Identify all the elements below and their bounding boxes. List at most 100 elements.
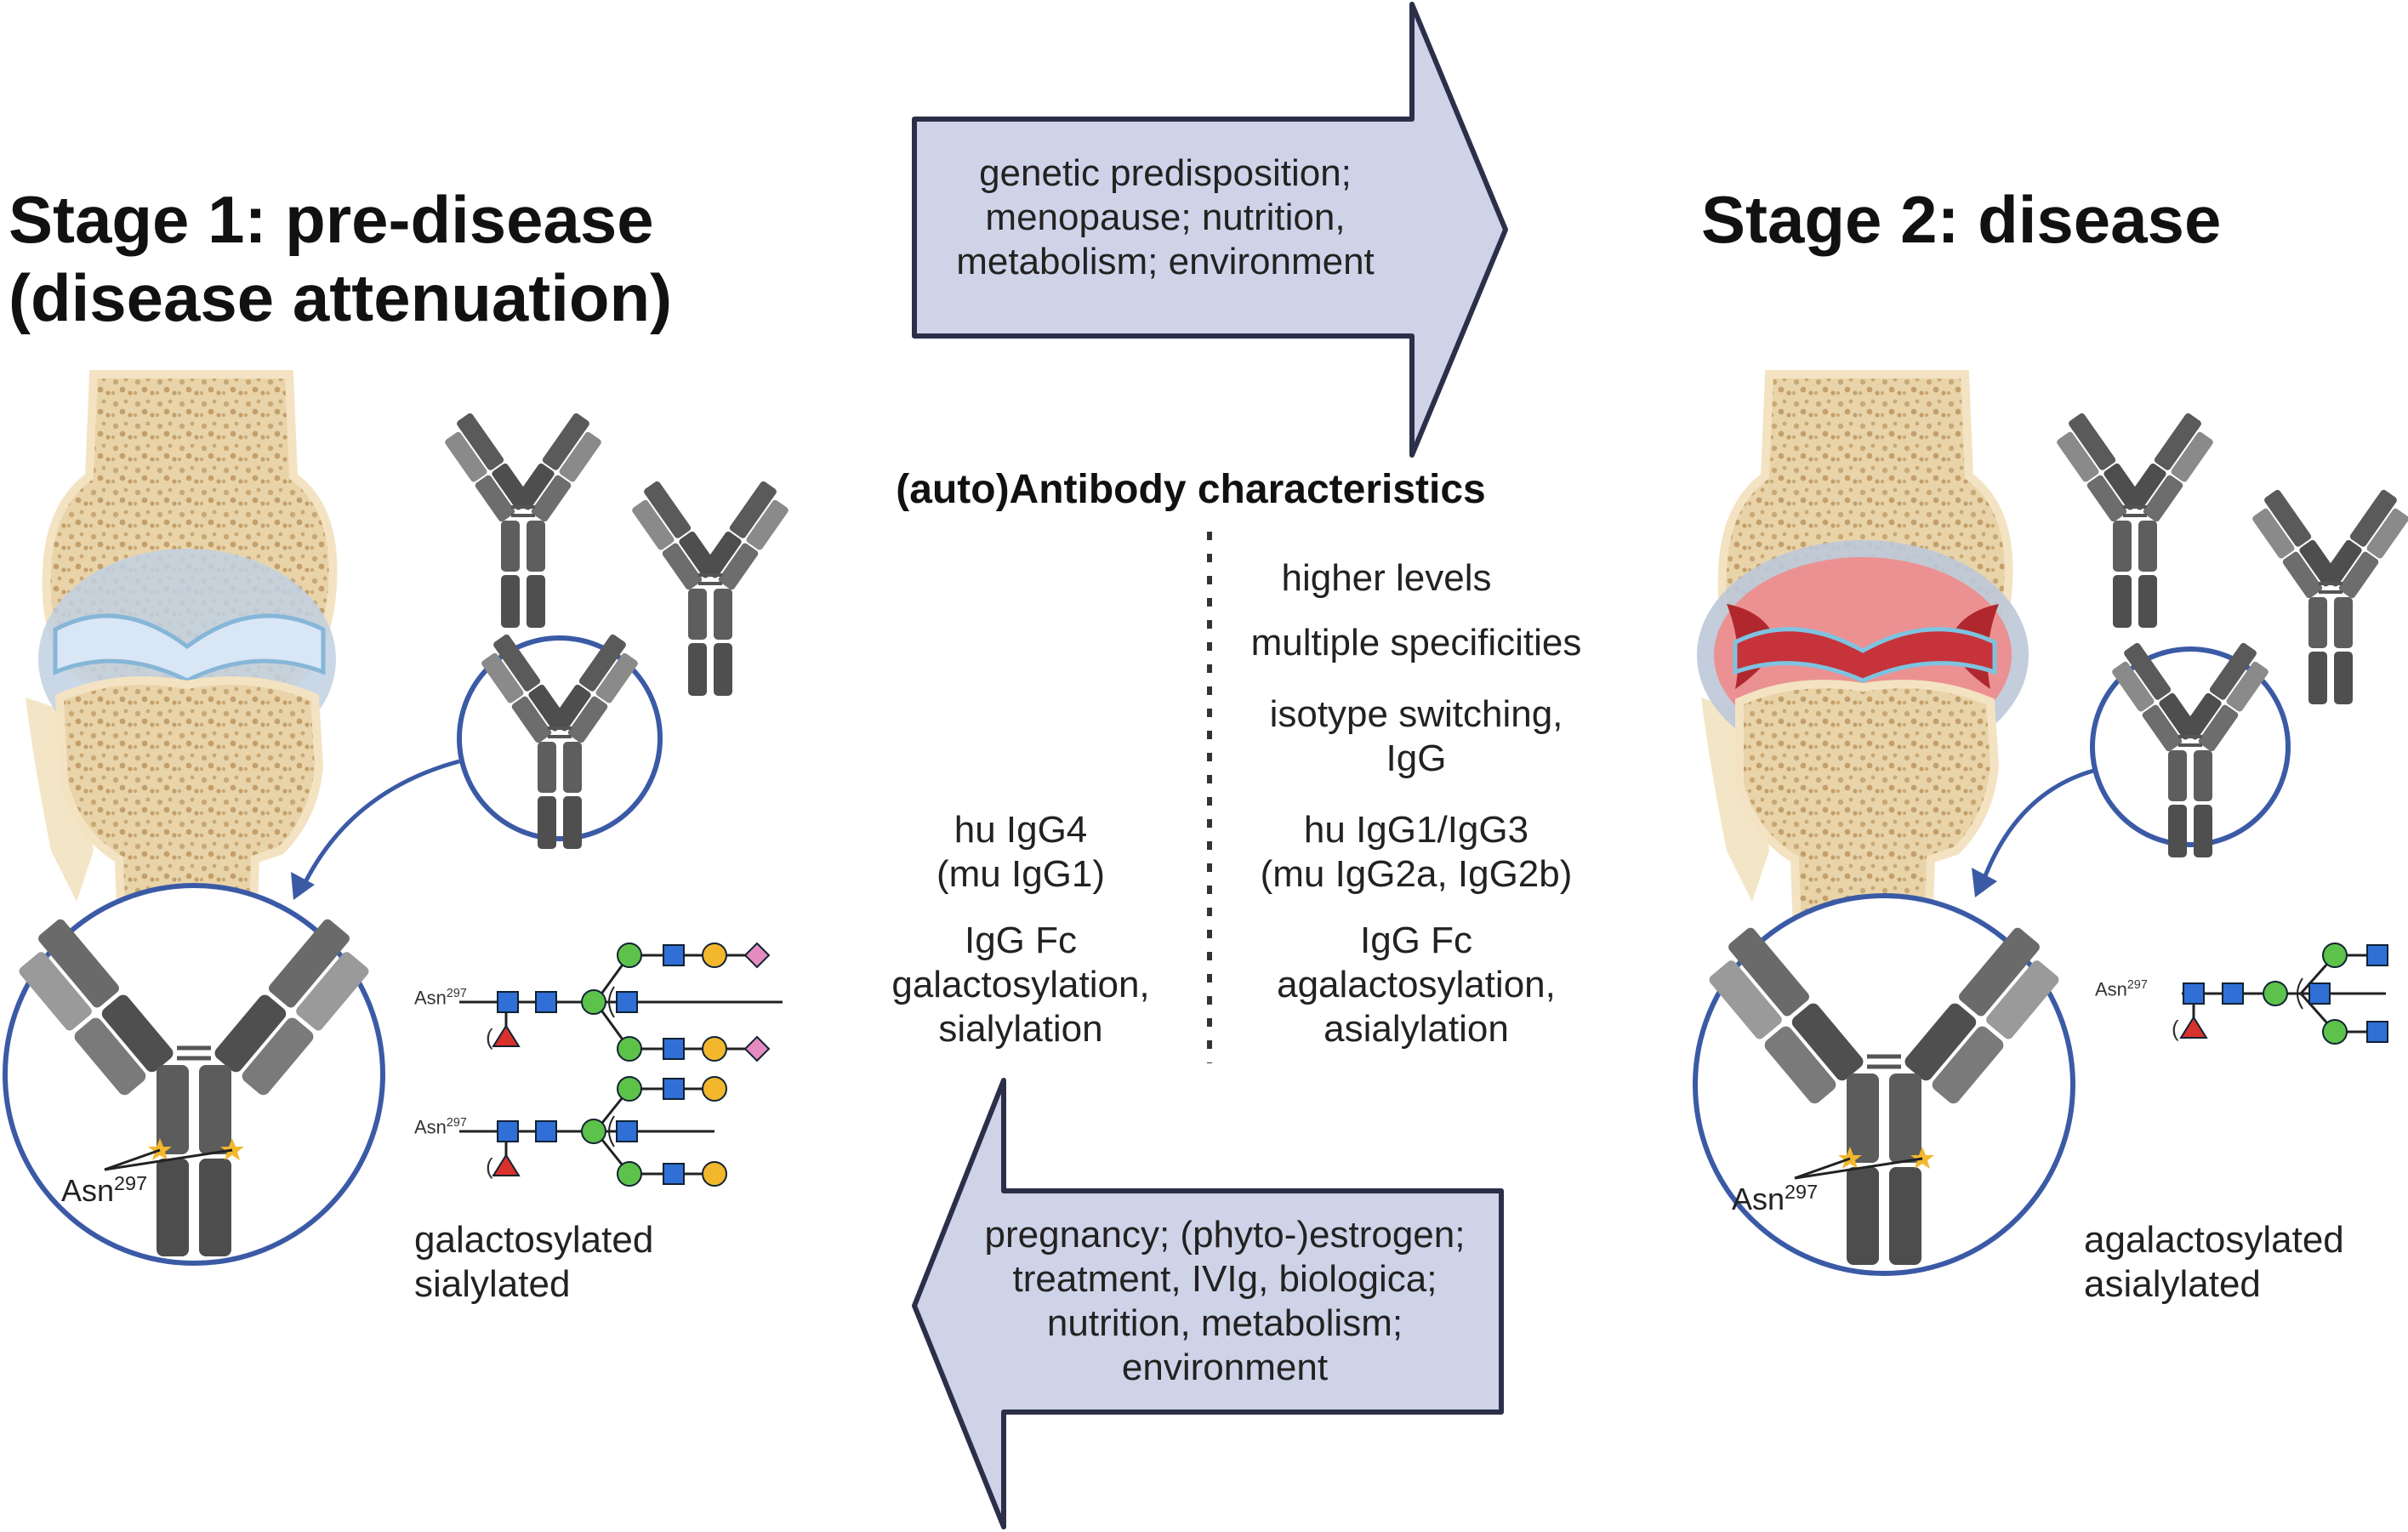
glcnac-icon	[535, 991, 557, 1013]
asn-label-antibody2: Asn297	[1732, 1181, 1818, 1217]
glcnac-icon	[2366, 1021, 2388, 1043]
arrowhead-icon	[1972, 868, 1997, 897]
bracket-icon: (	[486, 1024, 493, 1050]
fc-line: IgG Fc	[1359, 920, 1473, 961]
arrow-left-text: pregnancy; (phyto-)estrogen; treatment, …	[970, 1213, 1480, 1390]
antibody-icon	[436, 410, 610, 629]
mannose-icon	[2322, 943, 2348, 968]
arrow-right-line: genetic predisposition;	[979, 152, 1352, 194]
stage1-title: Stage 1: pre-disease (disease attenuatio…	[9, 180, 672, 337]
glcnac-icon	[535, 1120, 557, 1142]
galactose-icon	[702, 1161, 727, 1187]
subclass-line: hu IgG4	[954, 809, 1088, 851]
stage1-title-line2: (disease attenuation)	[9, 260, 673, 335]
glcnac-icon	[2366, 944, 2388, 966]
glcnac-icon	[2183, 982, 2205, 1005]
asn-number: 297	[2126, 978, 2148, 992]
glycan-galactosylated: (	[459, 1076, 727, 1187]
isotype-line: isotype switching,	[1269, 693, 1563, 735]
subclass-line: hu IgG1/IgG3	[1303, 809, 1529, 851]
sialic-acid-icon	[743, 942, 771, 969]
mannose-icon	[617, 1161, 642, 1187]
glcnac-icon	[663, 944, 685, 966]
asn-label-antibody1: Asn297	[61, 1172, 147, 1209]
mannose-icon	[2322, 1019, 2348, 1045]
glcnac-icon	[663, 1078, 685, 1100]
subclass-line: (mu IgG1)	[936, 853, 1106, 895]
fc-line: asialylation	[1324, 1008, 1509, 1050]
stage2-glycan-caption: agalactosylated asialylated	[2084, 1218, 2344, 1307]
mannose-icon	[2263, 981, 2288, 1006]
glcnac-icon	[616, 991, 638, 1013]
zoom-arrow	[1979, 767, 2098, 886]
fc-line: galactosylation,	[891, 964, 1150, 1005]
asn-text: Asn	[414, 1116, 447, 1138]
zoomed-antibody-icon	[1709, 927, 2059, 1265]
glcnac-icon	[2222, 982, 2244, 1005]
asn-text: Asn	[1732, 1182, 1785, 1216]
star-icon	[148, 1138, 172, 1160]
specificities-text: multiple specificities	[1250, 622, 1582, 663]
star-icon	[220, 1138, 244, 1160]
arrow-left-line: environment	[1121, 1347, 1329, 1388]
isotype-switching-text: isotype switching, IgG	[1216, 692, 1616, 781]
arrow-left-line: pregnancy; (phyto-)estrogen;	[984, 1214, 1466, 1256]
asn-text: Asn	[61, 1173, 115, 1208]
glycan-sialylated: (	[459, 942, 783, 1062]
asn-label-glycan3: Asn297	[2095, 978, 2148, 1000]
star-icon	[1838, 1147, 1862, 1169]
fucose-icon	[492, 1024, 521, 1047]
galactose-icon	[702, 1076, 727, 1102]
fc-line: agalactosylation,	[1277, 964, 1556, 1005]
stage2-title: Stage 2: disease	[1701, 182, 2222, 257]
antibody-icon	[2048, 410, 2222, 629]
fucose-icon	[492, 1153, 521, 1176]
stage1-glycan-caption: galactosylated sialylated	[414, 1218, 653, 1307]
sialic-acid-icon	[743, 1035, 771, 1062]
mannose-icon	[581, 1119, 606, 1144]
asn-number: 297	[1785, 1181, 1819, 1203]
antibody-icon	[2244, 487, 2408, 706]
glcnac-icon	[497, 991, 519, 1013]
bracket-icon: (	[2172, 1016, 2179, 1041]
glcnac-icon	[663, 1038, 685, 1060]
arrow-left-line: treatment, IVIg, biologica;	[1012, 1258, 1437, 1300]
asn-label-glycan1: Asn297	[414, 987, 467, 1009]
zoomed-antibody-icon	[19, 919, 369, 1256]
fc-line: IgG Fc	[964, 920, 1078, 961]
fc-line: sialylation	[938, 1008, 1103, 1050]
arrow-right-line: menopause; nutrition,	[985, 196, 1346, 238]
zoom-arrow	[299, 759, 460, 891]
subclass-line: (mu IgG2a, IgG2b)	[1260, 853, 1573, 895]
arrow-left-line: nutrition, metabolism;	[1046, 1302, 1403, 1344]
asn-number: 297	[114, 1172, 148, 1194]
disease-fc-text: IgG Fc agalactosylation, asialylation	[1216, 919, 1616, 1051]
arrow-to-attenuation	[912, 1078, 1504, 1529]
antibody-icon	[623, 478, 797, 698]
caption-line: asialylated	[2084, 1263, 2261, 1305]
asn-number: 297	[446, 987, 467, 1000]
mannose-icon	[617, 943, 642, 968]
stage1-title-line1: Stage 1: pre-disease	[9, 182, 654, 257]
asn-text: Asn	[414, 987, 447, 1009]
caption-line: sialylated	[414, 1263, 571, 1305]
asn-text: Asn	[2095, 978, 2127, 1000]
glcnac-icon	[2308, 982, 2331, 1005]
galactose-icon	[702, 943, 727, 968]
glycan-agalactosylated: (	[2172, 943, 2388, 1045]
characteristics-heading: (auto)Antibody characteristics	[896, 467, 1486, 512]
caption-line: galactosylated	[414, 1219, 654, 1261]
asn-label-glycan2: Asn297	[414, 1116, 467, 1138]
glcnac-icon	[616, 1120, 638, 1142]
arrow-right-line: metabolism; environment	[956, 241, 1375, 282]
arrowhead-icon	[291, 872, 315, 900]
arrow-right-text: genetic predisposition; menopause; nutri…	[919, 151, 1412, 284]
caption-line: agalactosylated	[2084, 1219, 2344, 1261]
bracket-icon: (	[486, 1153, 493, 1179]
arrow-to-disease	[912, 2, 1508, 458]
glcnac-icon	[497, 1120, 519, 1142]
star-icon	[1910, 1147, 1934, 1169]
disease-subclass-text: hu IgG1/IgG3 (mu IgG2a, IgG2b)	[1216, 808, 1616, 897]
asn-number: 297	[446, 1116, 467, 1130]
